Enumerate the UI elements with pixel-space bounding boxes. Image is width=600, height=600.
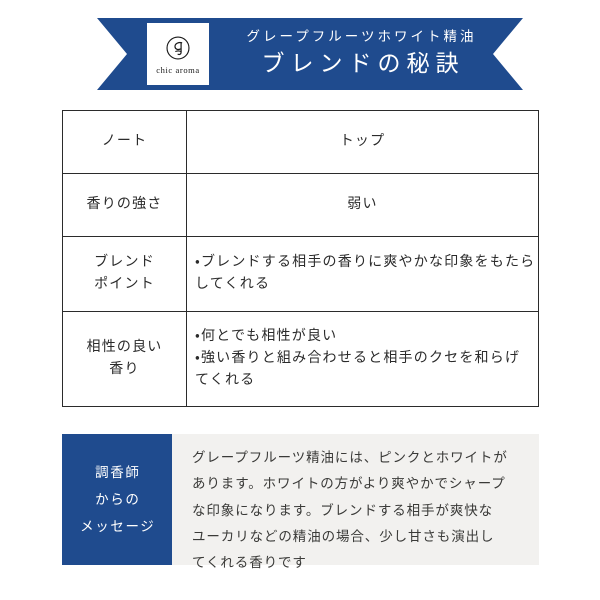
header-ribbon-banner: chic aroma グレープフルーツホワイト精油 ブレンドの秘訣 xyxy=(97,18,523,90)
perfumer-message-label-line: からの xyxy=(95,492,141,507)
perfumer-message-line: グレープフルーツ精油には、ピンクとホワイトが xyxy=(192,450,508,465)
perfumer-message-label-line: 調香師 xyxy=(95,465,141,480)
ca-monogram-circle-icon xyxy=(165,35,191,61)
table-row: ブレンド ポイント ・ブレンドする相手の香りに爽やかな印象をもたら してくれる xyxy=(62,236,539,312)
table-row-label: ブレンド ポイント xyxy=(62,236,187,312)
table-row-label: ノート xyxy=(62,110,187,174)
table-row: 香りの強さ 弱い xyxy=(62,173,539,237)
table-row-value: 弱い xyxy=(186,173,539,237)
table-row-value-line: してくれる xyxy=(195,277,271,292)
table-row-label: 相性の良い 香り xyxy=(62,311,187,407)
perfumer-message-body: グレープフルーツ精油には、ピンクとホワイトが あります。ホワイトの方がより爽やか… xyxy=(172,434,539,570)
table-row-value-line: ・強い香りと組み合わせると相手のクセを和らげ xyxy=(195,351,521,367)
brand-name-text: chic aroma xyxy=(156,65,200,75)
table-row-value: ・ブレンドする相手の香りに爽やかな印象をもたら してくれる xyxy=(186,236,539,312)
table-row-value: トップ xyxy=(186,110,539,174)
perfumer-message-line: ユーカリなどの精油の場合、少し甘さも演出し xyxy=(192,528,495,544)
perfumer-message-line: あります。ホワイトの方がより爽やかでシャープ xyxy=(192,476,506,492)
perfumer-message-line: な印象になります。ブレンドする相手が爽快な xyxy=(192,502,494,518)
table-row: 相性の良い 香り ・何とでも相性が良い ・強い香りと組み合わせると相手のクセを和… xyxy=(62,311,539,407)
banner-heading-group: グレープフルーツホワイト精油 ブレンドの秘訣 xyxy=(215,29,505,78)
perfumer-message-line: てくれる香りです xyxy=(192,555,307,571)
table-row-label-line: 香り xyxy=(109,362,140,377)
perfumer-message-label-line: メッセージ xyxy=(80,519,156,534)
table-row: ノート トップ xyxy=(62,110,539,174)
table-row-value-line: ・ブレンドする相手の香りに爽やかな印象をもたら xyxy=(195,255,536,271)
brand-logo: chic aroma xyxy=(147,23,209,85)
perfumer-message-label: 調香師 からの メッセージ xyxy=(62,434,172,565)
table-row-label-line: 相性の良い xyxy=(86,340,163,356)
table-row-label-line: ポイント xyxy=(94,277,155,292)
banner-subtitle: グレープフルーツホワイト精油 xyxy=(246,29,477,45)
banner-title: ブレンドの秘訣 xyxy=(261,50,465,76)
table-row-label: 香りの強さ xyxy=(62,173,187,237)
banner-content: chic aroma グレープフルーツホワイト精油 ブレンドの秘訣 xyxy=(97,18,523,90)
table-row-value-line: ・何とでも相性が良い xyxy=(195,329,338,345)
table-row-value-line: てくれる xyxy=(195,372,256,388)
table-row-label-line: ブレンド xyxy=(94,255,155,271)
oil-spec-table: ノート トップ 香りの強さ 弱い ブレンド ポイント ・ブレンドする相手の香りに… xyxy=(62,110,539,407)
perfumer-message-block: 調香師 からの メッセージ グレープフルーツ精油には、ピンクとホワイトが ありま… xyxy=(62,434,539,570)
table-row-value: ・何とでも相性が良い ・強い香りと組み合わせると相手のクセを和らげ てくれる xyxy=(186,311,539,407)
